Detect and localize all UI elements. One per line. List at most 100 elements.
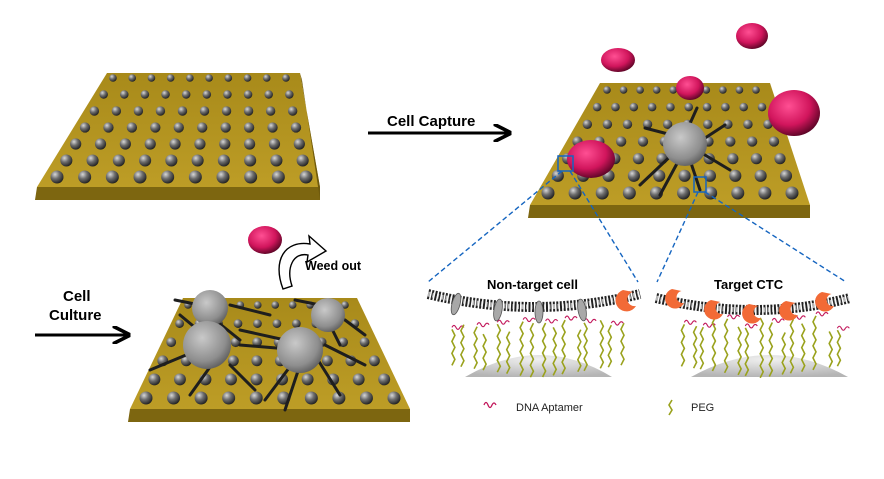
nanosphere xyxy=(250,373,263,386)
dna-aptamer xyxy=(727,314,741,320)
dna-aptamer xyxy=(744,323,758,329)
nanosphere xyxy=(752,86,760,94)
nanosphere xyxy=(332,391,346,405)
nanosphere xyxy=(568,186,582,200)
non-target-interface: Non-target cell xyxy=(426,277,642,378)
dna-aptamer xyxy=(815,311,829,317)
dna-aptamer xyxy=(683,319,697,325)
non-target-cell xyxy=(736,23,768,49)
bare-substrate-panel xyxy=(35,73,320,200)
nanosphere xyxy=(105,170,119,184)
nanosphere xyxy=(321,355,333,367)
nanosphere xyxy=(602,119,613,130)
peg-strand xyxy=(505,331,511,374)
nanosphere xyxy=(243,106,254,116)
nanosphere xyxy=(99,90,108,99)
nanosphere xyxy=(119,138,131,150)
peg-strand xyxy=(680,324,686,367)
nanosphere xyxy=(251,355,263,367)
peg-strand xyxy=(836,329,842,367)
non-target-cell xyxy=(601,48,635,72)
nanosphere xyxy=(541,186,555,200)
dna-aptamer xyxy=(610,320,624,326)
zoom-box-non-target xyxy=(557,155,574,172)
dna-aptamer xyxy=(545,318,559,324)
peg-strand xyxy=(737,326,742,376)
nanosphere xyxy=(224,74,233,82)
nanosphere xyxy=(616,136,627,147)
legend: DNA Aptamer PEG xyxy=(483,399,714,416)
nanosphere xyxy=(729,169,742,182)
cell-culture-label-line2: Culture xyxy=(49,307,102,324)
nanosphere xyxy=(86,154,99,167)
cell-capture-label: Cell Capture xyxy=(387,113,475,130)
nanosphere xyxy=(779,169,793,182)
nanosphere xyxy=(703,119,713,130)
nanosphere xyxy=(120,90,129,99)
peg-strand xyxy=(529,322,535,378)
nanosphere xyxy=(249,391,263,405)
nanosphere xyxy=(191,154,204,167)
peg-strand xyxy=(711,316,717,372)
nanosphere xyxy=(721,102,730,112)
nanosphere xyxy=(262,74,271,82)
dna-aptamer xyxy=(476,322,490,328)
nanosphere xyxy=(233,319,243,328)
nanosphere xyxy=(723,119,733,130)
nanosphere xyxy=(747,136,758,147)
dna-aptamer xyxy=(522,317,536,323)
nanosphere xyxy=(368,355,380,367)
nanosphere xyxy=(619,86,628,94)
peg-strand xyxy=(692,325,698,369)
nanosphere xyxy=(89,106,100,116)
peg-strand xyxy=(599,319,605,369)
peg-strand xyxy=(576,329,582,373)
nanosphere xyxy=(727,153,739,165)
nanosphere xyxy=(653,169,666,182)
nanosphere xyxy=(622,186,636,200)
nanosphere xyxy=(264,90,273,99)
nanosphere xyxy=(603,86,611,94)
nanosphere xyxy=(739,102,748,112)
nanosphere xyxy=(103,122,114,133)
nanosphere xyxy=(627,169,640,182)
nanosphere xyxy=(222,391,236,405)
nanosphere xyxy=(167,391,181,405)
nanosphere xyxy=(253,319,262,328)
nanosphere xyxy=(197,122,208,133)
nanosphere xyxy=(244,154,257,167)
nanosphere xyxy=(758,186,772,200)
nanosphere xyxy=(150,122,161,133)
nanosphere xyxy=(611,102,620,112)
peg-strand xyxy=(482,333,487,371)
nanosphere xyxy=(288,301,297,309)
nanosphere xyxy=(227,355,239,367)
nanosphere xyxy=(267,122,278,133)
peg-strand xyxy=(552,327,558,376)
nanosphere xyxy=(155,106,166,116)
nanosphere xyxy=(719,86,727,94)
nanosphere xyxy=(173,373,186,386)
peg-strand xyxy=(789,318,795,374)
nanosphere xyxy=(194,391,208,405)
nanosphere xyxy=(743,119,753,130)
nanosphere xyxy=(109,74,117,82)
nanosphere xyxy=(133,106,144,116)
peg-strand xyxy=(744,327,750,377)
nanosphere xyxy=(301,373,314,386)
nanosphere xyxy=(219,138,231,150)
nanosphere xyxy=(292,319,301,328)
nanosphere xyxy=(161,90,170,99)
nanosphere xyxy=(202,90,212,99)
peg-strand xyxy=(607,324,613,368)
nanosphere xyxy=(647,102,657,112)
nanosphere xyxy=(199,106,210,116)
nanosphere xyxy=(177,106,188,116)
nanosphere xyxy=(140,90,150,99)
nanosphere xyxy=(785,186,799,200)
nanosphere xyxy=(265,106,276,116)
nanosphere xyxy=(112,154,125,167)
dna-aptamer xyxy=(836,325,850,331)
nanosphere xyxy=(341,301,349,309)
nanosphere xyxy=(285,90,294,99)
